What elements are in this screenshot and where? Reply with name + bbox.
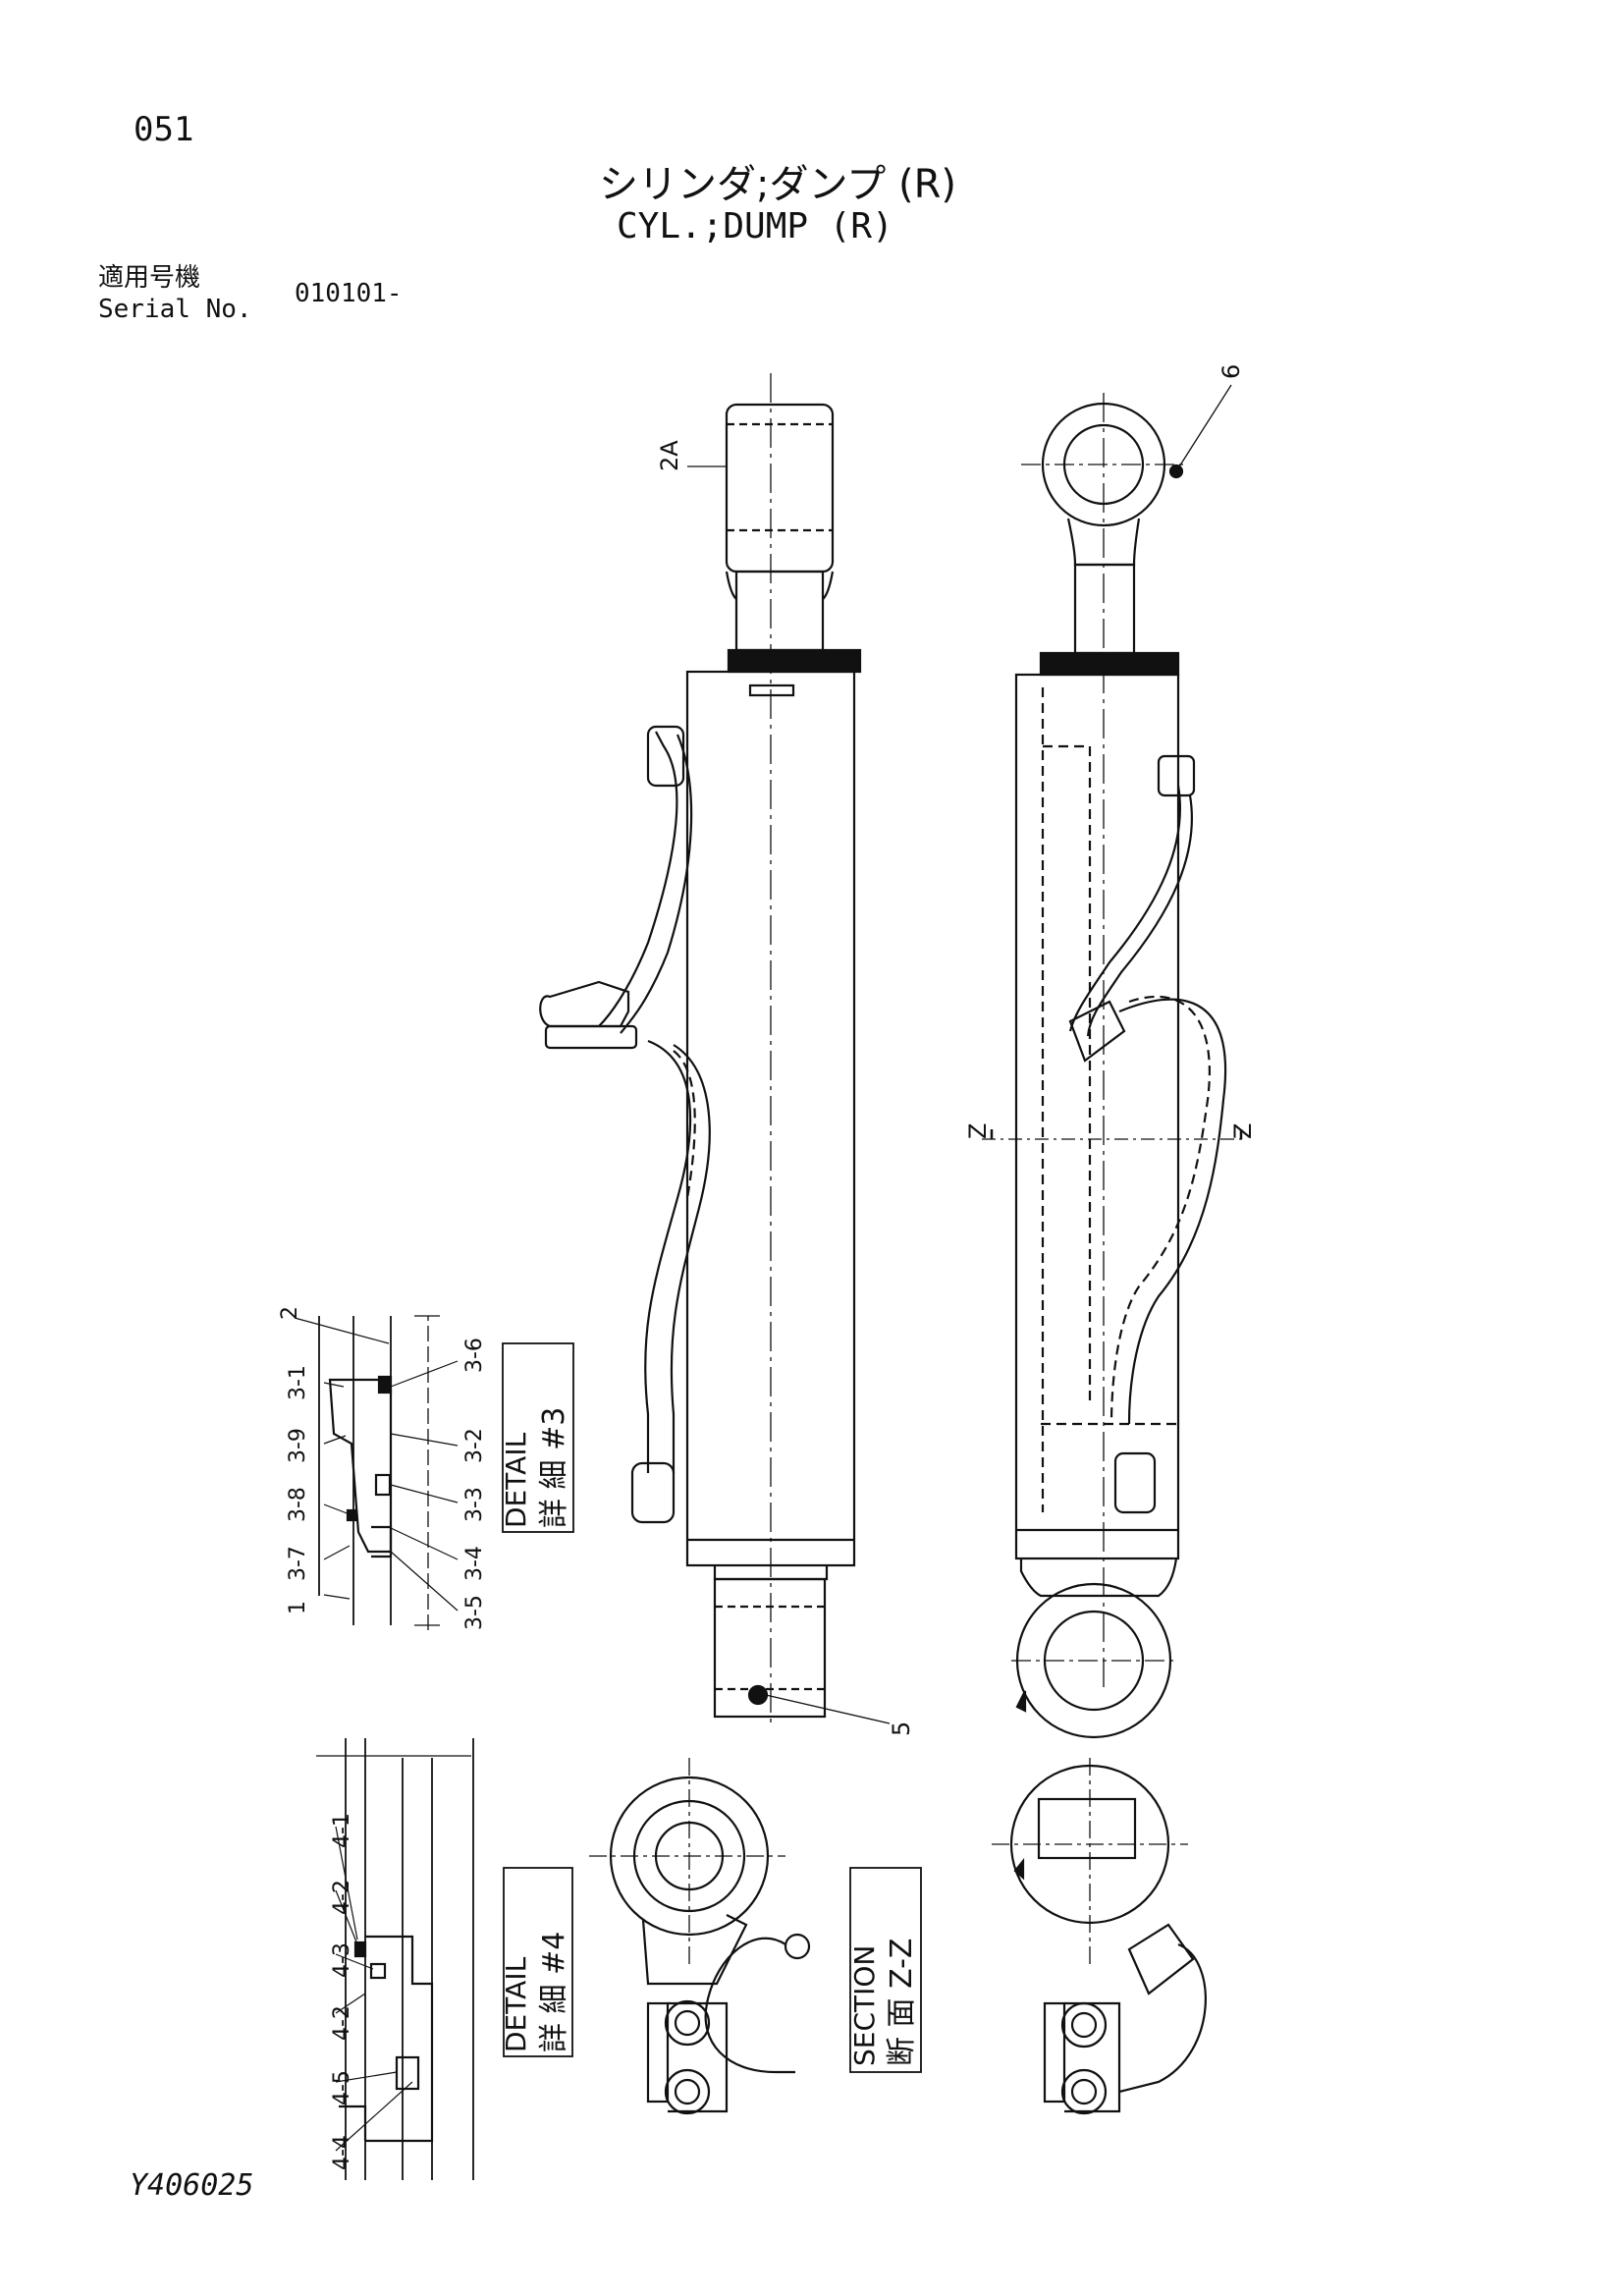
detail-3-drawing (318, 1315, 440, 1630)
label-4-2-lower: 4-2 (330, 2005, 354, 2041)
label-3-8: 3-8 (286, 1487, 310, 1522)
label-3-9: 3-9 (286, 1428, 310, 1463)
section-label-box (849, 1867, 922, 2073)
callout-6: 6 (1217, 364, 1245, 379)
label-3-7: 3-7 (286, 1546, 310, 1581)
callout-5: 5 (888, 1722, 915, 1736)
serial-value: 010101- (295, 279, 403, 308)
hydraulic-pipe (598, 731, 678, 1027)
detail-4-drawing (316, 1738, 474, 2180)
title-japanese: シリンダ;ダンプ (R) (599, 162, 956, 207)
detail-4-label-box (503, 1867, 573, 2057)
serial-label-japanese: 適用号機 (98, 263, 201, 293)
label-4-1: 4-1 (330, 1813, 354, 1848)
cylinder-front-view (539, 373, 862, 1728)
label-3-1: 3-1 (286, 1365, 310, 1400)
label-4-5: 4-5 (330, 2070, 354, 2105)
section-mark-z-right: Z (1229, 1123, 1257, 1139)
eye-outer-circle (609, 1776, 770, 1937)
detail-3-label-box (502, 1342, 574, 1533)
rod-eye-top (725, 403, 835, 574)
drawing-number: Y406025 (130, 2168, 254, 2203)
cylinder-bottom-eye (713, 1577, 827, 1719)
label-2: 2 (278, 1306, 302, 1320)
callout-2a: 2A (656, 440, 683, 471)
hydraulic-pipe-lower (644, 1039, 692, 1473)
piston-rod-side (1073, 563, 1136, 655)
label-3-6: 3-6 (462, 1338, 487, 1373)
label-1: 1 (286, 1601, 310, 1614)
page-number: 051 (134, 110, 194, 149)
pipe-flange (539, 980, 630, 1028)
hydraulic-pipe-side (1068, 785, 1182, 1032)
label-3-4: 3-4 (462, 1546, 487, 1581)
rod-eye-section (589, 1758, 811, 2115)
title-english: CYL.;DUMP (R) (617, 206, 893, 246)
section-title-en: SECTION (848, 1945, 881, 2066)
gland-nut (727, 648, 862, 674)
section-title-jp: 断 面 Z-Z (885, 1939, 919, 2066)
serial-label-english: Serial No. (98, 295, 252, 324)
cylinder-side-view (982, 393, 1247, 1739)
gland-nut-side (1039, 651, 1180, 677)
section-mark-z-left: Z (964, 1123, 992, 1139)
section-zz-drawing (992, 1758, 1207, 2115)
detail-3-title-jp: 詳 細 #3 (537, 1407, 571, 1528)
cylinder-tube-side (1014, 673, 1180, 1560)
label-4-4: 4-4 (330, 2135, 354, 2170)
detail-4-title-en: DETAIL (500, 1956, 532, 2052)
detail-3-title-en: DETAIL (500, 1432, 532, 1528)
piston-rod (734, 570, 825, 652)
detail-4-title-jp: 詳 細 #4 (537, 1932, 571, 2052)
label-4-2-upper: 4-2 (330, 1880, 354, 1915)
grease-fitting-5 (747, 1684, 769, 1706)
label-3-2: 3-2 (462, 1428, 487, 1463)
label-3-3: 3-3 (462, 1487, 487, 1522)
label-3-5: 3-5 (462, 1595, 487, 1630)
